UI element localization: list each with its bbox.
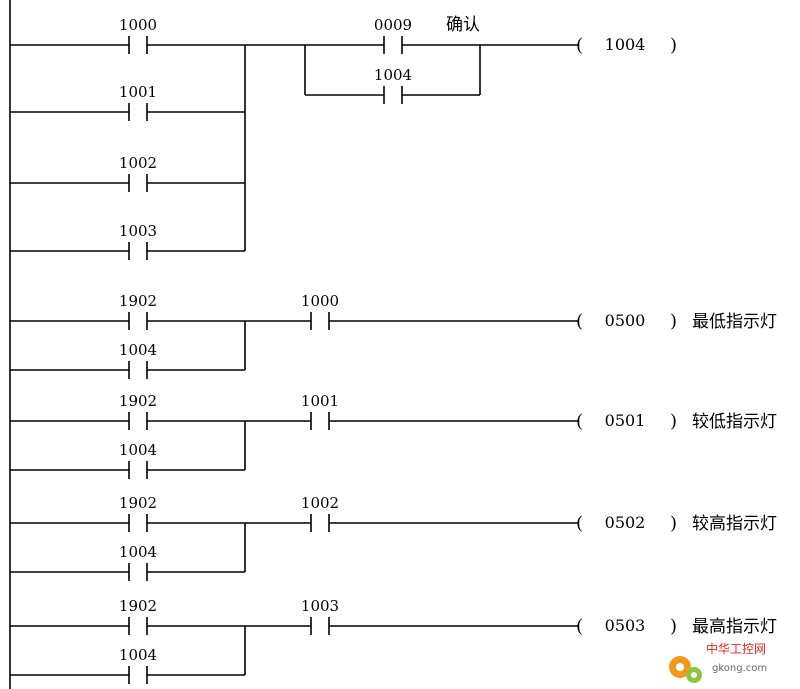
contact-1000-rung2-label: 1000 [301, 292, 339, 310]
watermark-url: gkong.com [712, 663, 767, 674]
coil-0503-close-paren: ) [670, 616, 677, 637]
coil-0500-open-paren: ( [576, 311, 583, 332]
coil-0501-open-paren: ( [576, 411, 583, 432]
contact-1002 [128, 174, 148, 192]
contact-1902-rung2 [128, 312, 148, 330]
coil-0503-open-paren: ( [576, 616, 583, 637]
contact-seal-1004-label: 1004 [374, 66, 412, 84]
contact-1004-rung3-label: 1004 [119, 441, 157, 459]
coil-0500-description: 最低指示灯 [692, 312, 777, 332]
contact-1902-rung3-label: 1902 [119, 392, 157, 410]
coil-1004-open-paren: ( [576, 35, 583, 56]
contact-1001-label: 1001 [119, 83, 157, 101]
gkong-watermark: 中华工控网 gkong.com [669, 641, 767, 683]
coil-0503-description: 最高指示灯 [692, 617, 777, 637]
coil-0502-description: 较高指示灯 [692, 514, 777, 534]
contact-1004-rung2 [128, 361, 148, 379]
coil-0501-address: 0501 [605, 411, 646, 430]
coil-0501-close-paren: ) [670, 411, 677, 432]
contact-seal-1004 [383, 86, 403, 104]
contact-1004-rung4-label: 1004 [119, 543, 157, 561]
contact-1902-rung4-label: 1902 [119, 494, 157, 512]
coil-0500-address: 0500 [605, 311, 646, 330]
contact-1002-label: 1002 [119, 154, 157, 172]
contact-1003-rung5 [310, 617, 330, 635]
coil-0500-close-paren: ) [670, 311, 677, 332]
contact-1004-rung4 [128, 563, 148, 581]
coil-0503-address: 0503 [605, 616, 646, 635]
contact-1000 [128, 36, 148, 54]
contact-1902-rung4 [128, 514, 148, 532]
contact-1902-rung5 [128, 617, 148, 635]
contact-1003-label: 1003 [119, 222, 157, 240]
coil-1004-address: 1004 [605, 35, 646, 54]
contact-1003-rung5-label: 1003 [301, 597, 339, 615]
contact-1004-rung2-label: 1004 [119, 341, 157, 359]
contact-1002-rung4 [310, 514, 330, 532]
contact-1004-rung5-label: 1004 [119, 646, 157, 664]
coil-0502-address: 0502 [605, 513, 646, 532]
watermark-text: 中华工控网 [706, 641, 766, 656]
contact-0009 [383, 36, 403, 54]
contact-1000-rung2 [310, 312, 330, 330]
coil-0501-description: 较低指示灯 [692, 412, 777, 432]
contact-1001-rung3-label: 1001 [301, 392, 339, 410]
contact-1004-rung3 [128, 461, 148, 479]
contact-1001-rung3 [310, 412, 330, 430]
contact-1002-rung4-label: 1002 [301, 494, 339, 512]
contact-1902-rung5-label: 1902 [119, 597, 157, 615]
contact-1004-rung5 [128, 666, 148, 684]
contact-1902-rung3 [128, 412, 148, 430]
coil-0502-open-paren: ( [576, 513, 583, 534]
coil-0502-close-paren: ) [670, 513, 677, 534]
contact-1000-label: 1000 [119, 16, 157, 34]
contact-0009-label: 0009 [374, 16, 412, 34]
coil-1004-close-paren: ) [670, 35, 677, 56]
gear-icon [669, 656, 702, 683]
contact-1902-rung2-label: 1902 [119, 292, 157, 310]
confirm-label: 确认 [446, 15, 480, 35]
contact-1001 [128, 103, 148, 121]
contact-1003 [128, 242, 148, 260]
